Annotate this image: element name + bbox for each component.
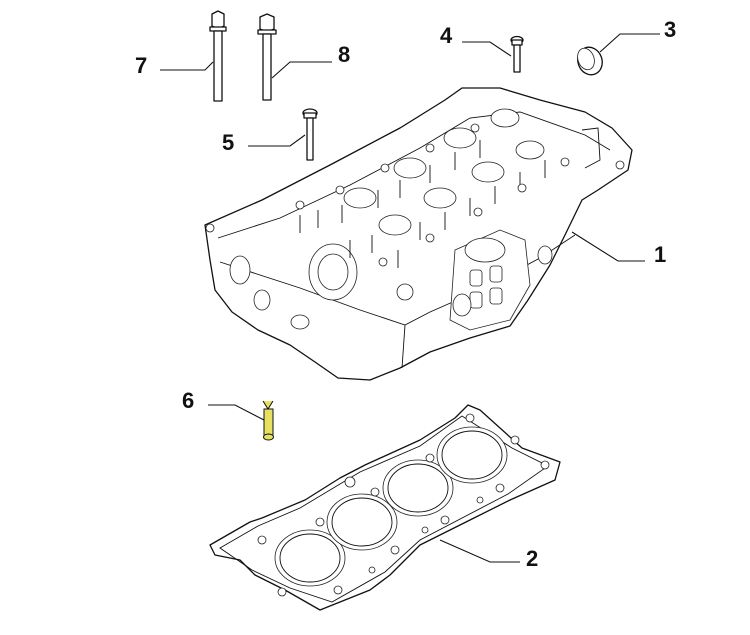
part-7-bolt (209, 10, 227, 102)
callout-8: 8 (338, 42, 350, 67)
callout-7: 7 (135, 53, 147, 78)
part-3-plug (577, 46, 603, 76)
callout-5: 5 (222, 130, 234, 155)
leader-lines (160, 33, 660, 563)
part-6-dowel (262, 400, 274, 441)
callout-2: 2 (526, 546, 538, 571)
callout-1: 1 (654, 242, 666, 267)
part-8-bolt (257, 13, 277, 101)
part-1-cylinder-head (204, 87, 633, 381)
part-2-head-gasket (209, 404, 561, 611)
callout-4: 4 (440, 23, 453, 48)
part-4-bolt (510, 35, 524, 73)
callout-6: 6 (182, 388, 194, 413)
callout-3: 3 (664, 17, 676, 42)
part-5-bolt (302, 108, 318, 161)
